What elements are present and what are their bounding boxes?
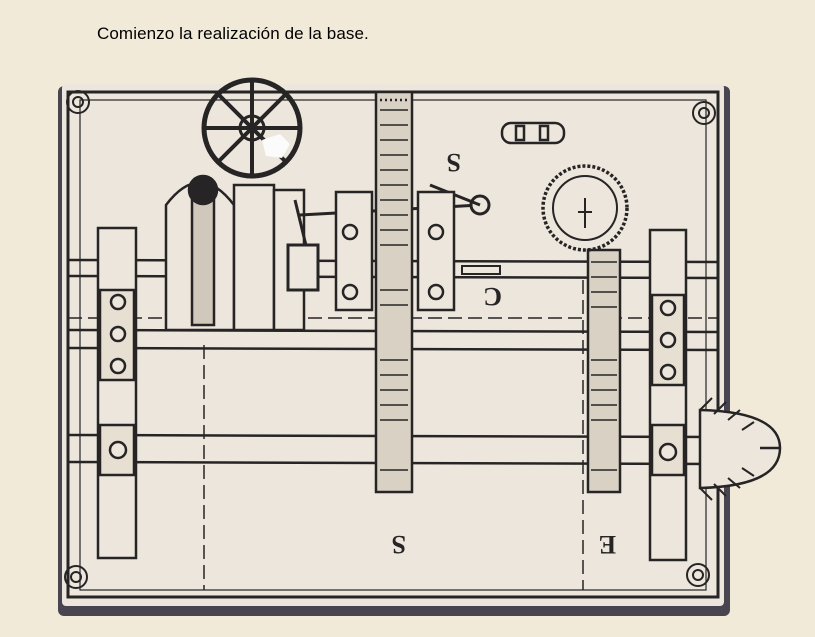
caption: Comienzo la realización de la base. — [97, 24, 369, 43]
pulley-block — [164, 174, 306, 332]
right-gear-rack — [586, 248, 622, 494]
mark-bottom-center: S — [392, 530, 406, 559]
right-bearing — [648, 228, 688, 562]
center-bearings — [334, 190, 456, 312]
bevel-gear-icon — [698, 397, 782, 501]
drawing-marks: S C S E — [392, 148, 616, 559]
mark-bottom-right: E — [599, 530, 616, 559]
photo-card: S C S E — [58, 77, 782, 616]
right-rack-teeth — [591, 261, 617, 471]
switch-plate — [500, 121, 566, 145]
left-bearing — [96, 226, 138, 560]
mark-left-shaft-1: S — [447, 148, 461, 177]
gauge-icon — [541, 164, 629, 252]
slot — [461, 265, 501, 275]
mark-left-shaft-2: C — [483, 282, 502, 311]
glare — [262, 134, 290, 158]
center-gear-rack — [374, 90, 414, 494]
center-rack-teeth — [380, 109, 408, 471]
handwheel — [201, 77, 303, 179]
corner-bolt-icon — [64, 90, 716, 589]
